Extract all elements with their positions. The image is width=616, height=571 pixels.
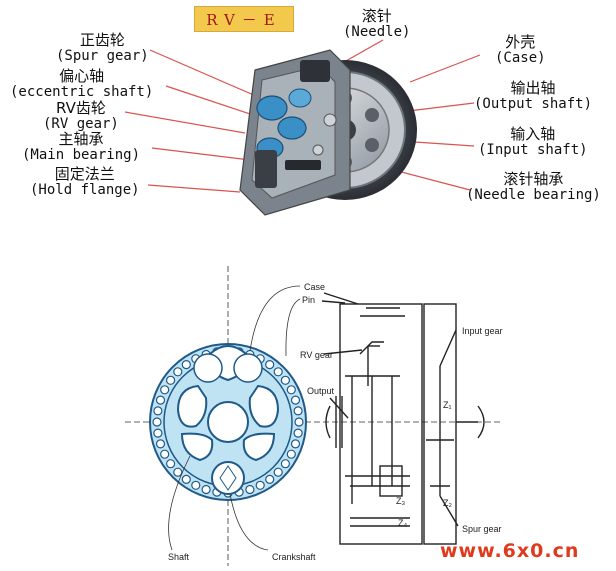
- pin: [160, 449, 170, 459]
- pin: [290, 439, 301, 449]
- pin: [160, 385, 170, 395]
- pin: [273, 467, 283, 477]
- pin: [290, 395, 301, 405]
- label-spur-gear: 正齿轮(Spur gear): [56, 31, 149, 64]
- pin: [155, 395, 166, 405]
- pin: [155, 439, 166, 449]
- pin: [166, 375, 176, 385]
- schematic-lines: [321, 292, 485, 545]
- pin: [265, 474, 275, 484]
- label-case: 外壳(Case): [495, 33, 546, 66]
- site-watermark: www.6x0.cn: [440, 540, 580, 562]
- schem-label-pin: Pin: [302, 295, 315, 305]
- pin: [255, 480, 265, 490]
- pin: [152, 417, 162, 427]
- pin: [293, 428, 303, 438]
- gearbox-illustration: [124, 39, 481, 216]
- label-needle-bearing: 滚针轴承(Needle bearing): [466, 170, 601, 203]
- schem-label-z1: Z₁: [443, 400, 452, 410]
- rv-schematic-panel: Case Pin RV gear Output Input gear Spur …: [0, 246, 616, 571]
- schem-label-z3: Z₃: [396, 496, 405, 506]
- pin: [294, 417, 304, 427]
- pin: [245, 484, 255, 495]
- pin: [293, 406, 303, 416]
- pin: [153, 428, 163, 438]
- schem-label-crankshaft: Crankshaft: [272, 552, 316, 562]
- pin: [273, 367, 283, 377]
- pin: [286, 385, 296, 395]
- spur-gear-shapes: [256, 88, 312, 159]
- rv-e-exploded-view: RV－E 正齿轮(Spur gear) 偏心轴(eccentric shaft)…: [0, 0, 616, 246]
- pin: [286, 449, 296, 459]
- label-input-shaft: 输入轴(Input shaft): [478, 125, 588, 158]
- schem-label-spur-gear: Spur gear: [462, 524, 502, 534]
- pin: [201, 484, 211, 495]
- pin: [265, 359, 275, 370]
- schem-label-case: Case: [304, 282, 325, 292]
- label-needle: 滚针(Needle): [343, 7, 411, 40]
- pin: [191, 480, 201, 490]
- rv-gear-front-view: [149, 343, 307, 501]
- schem-label-shaft: Shaft: [168, 552, 190, 562]
- label-output-shaft: 输出轴(Output shaft): [474, 79, 593, 112]
- pin: [181, 359, 191, 370]
- label-hold-flange: 固定法兰(Hold flange): [30, 165, 140, 198]
- pin: [166, 459, 176, 469]
- pin: [280, 459, 290, 469]
- label-main-bearing: 主轴承(Main bearing): [22, 130, 141, 163]
- pin: [153, 406, 163, 416]
- schem-label-rv-gear: RV gear: [300, 350, 333, 360]
- label-eccentric-shaft: 偏心轴(eccentric shaft): [10, 67, 154, 100]
- schem-label-z4: Z₄: [398, 518, 407, 528]
- schem-label-input-gear: Input gear: [462, 326, 503, 336]
- pin: [181, 474, 191, 484]
- pin: [173, 467, 183, 477]
- pin: [280, 375, 290, 385]
- schem-label-z2: Z₂: [443, 498, 452, 508]
- schem-label-output: Output: [307, 386, 335, 396]
- rv-schematic-svg: Case Pin RV gear Output Input gear Spur …: [125, 266, 503, 566]
- pin: [173, 367, 183, 377]
- model-title: RV－E: [194, 6, 294, 32]
- label-rv-gear: RV齿轮(RV gear): [43, 99, 119, 132]
